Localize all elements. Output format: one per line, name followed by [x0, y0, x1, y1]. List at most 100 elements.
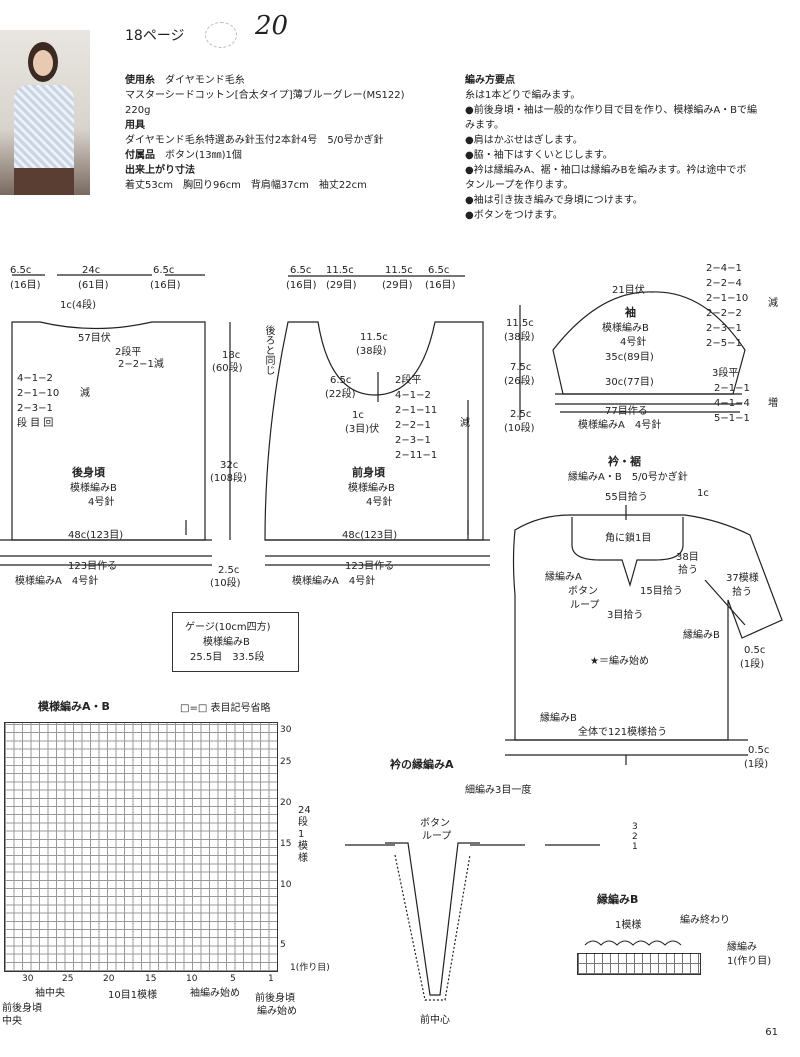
collar-corner: 角に鎖1目 — [605, 533, 652, 544]
model-photo — [0, 30, 90, 195]
sleeve-body-rows: (26段) — [504, 376, 535, 387]
back-edge: 模様編みA 4号針 — [15, 576, 99, 587]
front-dec-line: 2−1−11 — [395, 405, 438, 416]
instructions-block: 編み方要点 糸は1本どりで編みます。 ●前後身頃・袖は一般的な作り目で目を作り、… — [465, 73, 757, 223]
back-width-total: 48c(123目) — [68, 530, 124, 541]
cuff-edge-b: 縁編みB — [683, 630, 720, 641]
instruction-line: ●ボタンをつけます。 — [465, 210, 563, 221]
hem-rows: (1段) — [744, 759, 769, 770]
sleeve-cap-rows: (38段) — [504, 332, 535, 343]
back-dec-line: 2−1−10 — [17, 388, 60, 399]
instructions-title: 編み方要点 — [465, 75, 515, 86]
back-width-2-stitches: (61目) — [78, 280, 109, 291]
instruction-line: みます。 — [465, 120, 504, 131]
back-armhole-rows: (60段) — [212, 363, 243, 374]
decorative-ornament-icon — [205, 22, 237, 48]
chart-col-label: 5 — [230, 974, 236, 984]
hem-depth: 0.5c — [748, 745, 770, 756]
edging-a-button: ボタン — [420, 818, 450, 829]
back-dec-line: 2−3−1 — [17, 403, 53, 414]
sleeve-edge: 模様編みA 4号針 — [578, 420, 662, 431]
sleeve-row-plain: 3段平 — [712, 368, 739, 379]
sleeve-dec-line: 2−1−10 — [706, 293, 749, 304]
front-slit-width: 6.5c — [330, 375, 352, 386]
back-dec-1: 2−2−1減 — [118, 359, 164, 370]
back-needle: 4号針 — [88, 497, 115, 508]
sleeve-upper-width: 35c(89目) — [605, 352, 654, 363]
chart-row-label: 30 — [280, 725, 292, 735]
edging-a-loop: ループ — [422, 831, 452, 842]
front-same-as-back: 後ろと同じ — [263, 325, 274, 375]
back-row-plain: 2段平 — [115, 347, 142, 358]
back-bind-off: 57目伏 — [78, 333, 111, 344]
instruction-line: ●肩はかぶせはぎします。 — [465, 135, 583, 146]
notions-heading: 付属品 — [125, 150, 155, 161]
sleeve-dec-line: 2−4−1 — [706, 263, 742, 274]
yarn-brand: ダイヤモンド毛糸 — [165, 75, 245, 86]
finished-size: 着丈53cm 胸回り96cm 背肩幅37cm 袖丈22cm — [125, 180, 367, 191]
collar-pick-front: 38目 — [676, 552, 699, 563]
front-width-4-stitches: (16目) — [425, 280, 456, 291]
chart-repeat-rows: 24段1模様 — [298, 805, 311, 864]
front-dec-line: 2−11−1 — [395, 450, 438, 461]
edging-a-title: 衿の縁編みA — [390, 758, 454, 771]
collar-pick-front-b: 拾う — [678, 565, 698, 576]
edging-a-row: 3 — [632, 822, 638, 832]
back-neck-depth: 1c(4段) — [60, 300, 97, 311]
edging-a-row: 1 — [632, 842, 638, 852]
gauge-box — [172, 612, 299, 672]
chart-col-label: 25 — [62, 974, 74, 984]
size-heading: 出来上がり寸法 — [125, 165, 195, 176]
front-neck-rows: (38段) — [356, 346, 387, 357]
sleeve-inc-line: 4−1−4 — [714, 398, 750, 409]
sleeve-dec-line: 2−5−1 — [706, 338, 742, 349]
sleeve-top-bind: 21目伏 — [612, 285, 645, 296]
front-dec-line: 2−3−1 — [395, 435, 431, 446]
chart-body-start: 前後身頃 — [255, 993, 295, 1004]
back-body-rows: (108段) — [210, 473, 247, 484]
back-body-name: 後身頃 — [72, 466, 105, 479]
front-width-1-stitches: (16目) — [286, 280, 317, 291]
chart-row-label: 1(作り目) — [290, 963, 330, 973]
back-dec-line: 4−1−2 — [17, 373, 53, 384]
chart-sleeve-start: 袖編み始め — [190, 988, 240, 999]
sleeve-cuff-width: 30c(77目) — [605, 377, 654, 388]
chart-row-label: 10 — [280, 880, 292, 890]
chart-row-label: 5 — [280, 940, 286, 950]
front-body-name: 前身頃 — [352, 466, 385, 479]
front-center-bind: 1c — [352, 410, 364, 421]
sleeve-dec-line: 2−2−4 — [706, 278, 742, 289]
cuff-pick: 37模様 — [726, 573, 759, 584]
chart-row-label: 25 — [280, 757, 292, 767]
sleeve-dec-line: 2−2−2 — [706, 308, 742, 319]
sleeve-inc-mark: 増 — [768, 398, 778, 409]
sleeve-cuff-rows: (10段) — [504, 423, 535, 434]
back-width-1-stitches: (16目) — [10, 280, 41, 291]
front-edge: 模様編みA 4号針 — [292, 576, 376, 587]
sleeve-dec-line: 2−3−1 — [706, 323, 742, 334]
collar-pick-back: 55目拾う — [605, 492, 648, 503]
yarn-amount: 220g — [125, 105, 151, 116]
back-dec-legend: 段 目 回 — [17, 418, 54, 429]
chart-body-start-b: 編み始め — [257, 1006, 297, 1017]
front-width-4: 6.5c — [428, 265, 450, 276]
sleeve-cuff-height: 2.5c — [510, 409, 532, 420]
edging-b-end: 編み終わり — [680, 915, 730, 926]
edging-b-grid — [577, 953, 701, 975]
chart-row-label: 15 — [280, 839, 292, 849]
edging-a-center: 前中心 — [420, 1015, 450, 1026]
front-neck-height: 11.5c — [360, 332, 388, 343]
page-number: 61 — [765, 1027, 778, 1038]
cuff-rows: (1段) — [740, 659, 765, 670]
gauge-title: ゲージ(10cm四方) — [185, 622, 271, 633]
back-width-3-stitches: (16目) — [150, 280, 181, 291]
chart-col-label: 15 — [145, 974, 157, 984]
back-width-2: 24c — [82, 265, 101, 276]
cuff-depth: 0.5c — [744, 645, 766, 656]
front-pattern: 模様編みB — [348, 483, 395, 494]
front-slit-rows: (22段) — [325, 389, 356, 400]
sleeve-pattern: 模様編みB — [602, 323, 649, 334]
chart-repeat-stitches: 10目1模様 — [108, 990, 158, 1001]
gauge-values: 25.5目 33.5段 — [190, 652, 265, 663]
sleeve-inc-line: 2−1−1 — [714, 383, 750, 394]
